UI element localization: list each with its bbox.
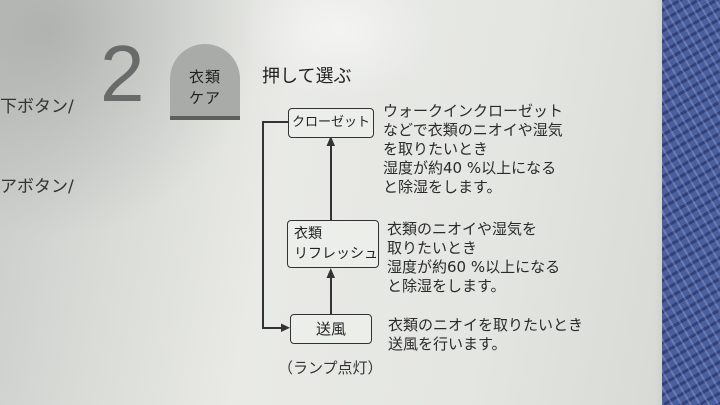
mode-closet-box: クローゼット — [288, 108, 374, 138]
closet-desc: ウォークインクローゼット などで衣類のニオイや湿気 を取りたいとき 湿度が約40… — [383, 102, 563, 197]
margin-text-1: 下ボタン/ — [0, 97, 74, 117]
closet-detail-line-1: 湿度が約40 %以上になる — [383, 159, 557, 177]
step-number: 2 — [100, 29, 145, 118]
clothes-care-badge: 衣類 ケア — [170, 44, 240, 120]
arrow-up-to-closet — [326, 136, 335, 146]
flow-arrows — [281, 136, 335, 332]
flow-line-upper — [330, 145, 332, 220]
closet-desc-line-2: などで衣類のニオイや湿気 — [383, 121, 563, 139]
manual-page: 下ボタン/ アボタン/ 2 衣類 ケア 押して選ぶ クローゼット 衣類 リフレッ… — [0, 0, 690, 405]
refresh-desc: 衣類のニオイや湿気を 取りたいとき 湿度が約60 %以上になる と除湿をします。 — [387, 220, 560, 296]
refresh-desc-line-2: 取りたいとき — [387, 239, 478, 257]
mode-fan-box: 送風 — [290, 314, 372, 344]
fan-desc-line-1: 衣類のニオイを取りたいとき — [388, 316, 584, 334]
refresh-desc-line-1: 衣類のニオイや湿気を — [387, 220, 538, 238]
fan-detail-line-1: 送風を行います。 — [388, 335, 507, 353]
mode-refresh-line-2: リフレッシュ — [294, 246, 378, 262]
closet-desc-line-1: ウォークインクローゼット — [383, 102, 564, 120]
badge-line-1: 衣類 — [188, 68, 221, 86]
badge-line-2: ケア — [188, 89, 221, 107]
margin-text-2: アボタン/ — [0, 177, 74, 197]
loop-left-line — [262, 121, 264, 328]
instruction-text: 押して選ぶ — [262, 66, 352, 87]
lamp-note: （ランプ点灯） — [278, 359, 383, 377]
loop-top-line — [262, 121, 288, 123]
fan-desc: 衣類のニオイを取りたいとき 送風を行います。 — [388, 316, 583, 354]
shadow-overlay — [0, 0, 260, 240]
arrow-up-to-refresh — [326, 268, 335, 278]
flow-line-lower — [330, 276, 332, 314]
fabric-background — [662, 0, 720, 405]
arrow-right-to-fan — [281, 323, 290, 332]
closet-detail-line-2: と除湿をします。 — [383, 178, 502, 196]
mode-refresh-line-1: 衣類 — [294, 226, 322, 242]
closet-desc-line-3: を取りたいとき — [383, 140, 489, 158]
light-glare — [240, 0, 440, 100]
refresh-detail-line-2: と除湿をします。 — [387, 277, 506, 295]
mode-refresh-box: 衣類 リフレッシュ — [287, 220, 379, 268]
refresh-detail-line-1: 湿度が約60 %以上になる — [387, 258, 561, 276]
loop-bottom-line — [262, 327, 284, 329]
